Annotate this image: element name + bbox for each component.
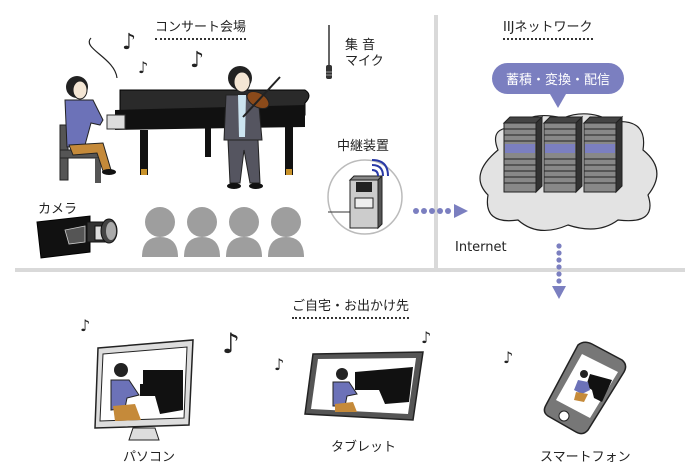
network-title: IIJネットワーク xyxy=(503,16,593,40)
audience-group xyxy=(140,205,306,257)
music-note-icon: ♪ xyxy=(222,327,240,360)
monitor-icon xyxy=(94,339,194,441)
device-label-pc: パソコン xyxy=(123,450,176,465)
video-camera-icon xyxy=(36,215,118,259)
audience-person-icon xyxy=(142,207,178,257)
violinist-icon xyxy=(223,66,281,189)
music-note-icon: ♪ xyxy=(421,328,432,347)
camera-label: カメラ xyxy=(38,202,78,217)
device-smartphone: スマートフォン xyxy=(540,340,650,465)
server-rack-icon xyxy=(542,115,584,194)
relay-device-icon xyxy=(327,159,403,235)
arrow-down-icon xyxy=(552,243,566,299)
section-divider-horizontal xyxy=(15,268,685,272)
microphone-label-line1: 集 音 xyxy=(345,38,376,53)
server-rack-group xyxy=(502,115,624,194)
sound-wave-icon xyxy=(88,37,118,79)
device-pc: パソコン xyxy=(85,339,215,465)
music-note-icon: ♪ xyxy=(122,30,137,55)
microphone-label-line2: マイク xyxy=(345,54,384,69)
processing-bubble-tail xyxy=(550,94,566,108)
audience-person-icon xyxy=(184,207,220,257)
relay-device-label: 中継装置 xyxy=(337,139,390,154)
device-label-tablet: タブレット xyxy=(331,440,397,455)
section-divider-vertical xyxy=(434,15,438,270)
device-label-smartphone: スマートフォン xyxy=(540,450,631,465)
music-note-icon: ♪ xyxy=(503,348,514,367)
venue-title: コンサート会場 xyxy=(155,16,247,40)
arrow-right-icon xyxy=(413,204,468,218)
processing-bubble: 蓄積・変換・配信 xyxy=(492,63,625,108)
music-note-icon: ♪ xyxy=(138,58,149,77)
device-tablet: タブレット xyxy=(304,351,435,462)
audience-person-icon xyxy=(268,207,304,257)
internet-label: Internet xyxy=(455,240,507,255)
tablet-icon xyxy=(304,351,424,421)
home-title: ご自宅・お出かけ先 xyxy=(292,295,410,319)
music-note-icon: ♪ xyxy=(190,48,205,73)
processing-bubble-text: 蓄積・変換・配信 xyxy=(492,63,625,94)
audience-person-icon xyxy=(226,207,262,257)
server-rack-icon xyxy=(582,115,624,194)
music-note-icon: ♪ xyxy=(274,355,285,374)
server-rack-icon xyxy=(502,115,544,194)
microphone-icon xyxy=(326,25,332,79)
music-note-icon: ♪ xyxy=(80,316,91,335)
smartphone-icon xyxy=(543,341,627,435)
microphone-label: 集 音 マイク xyxy=(345,38,384,70)
